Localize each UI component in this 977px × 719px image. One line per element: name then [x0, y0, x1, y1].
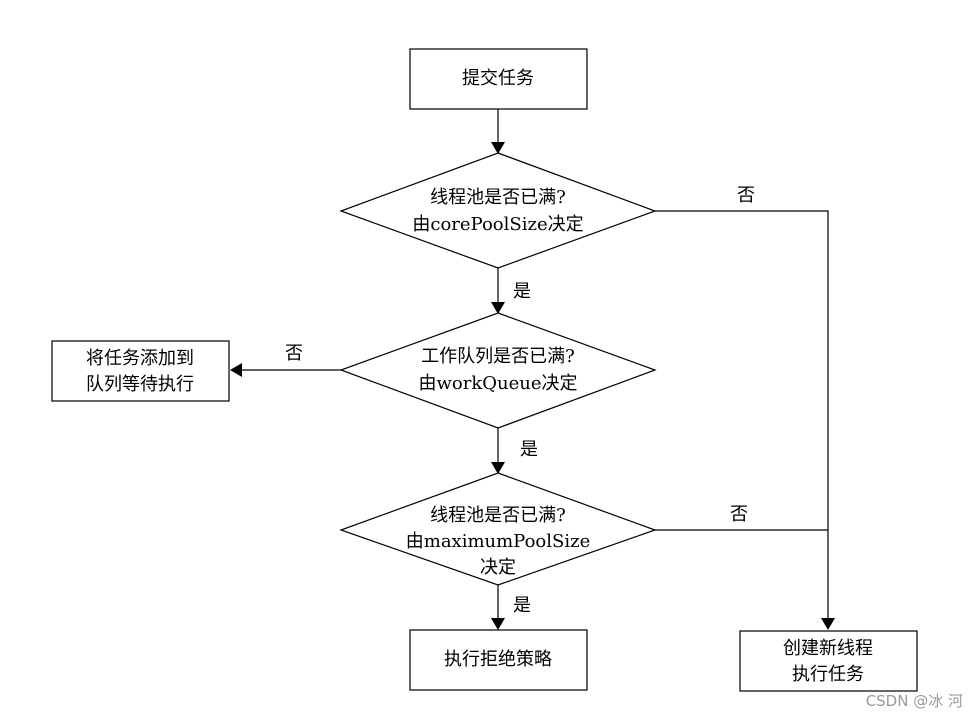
decision-max-pool-line2: 由maximumPoolSize	[406, 531, 590, 552]
label-core-no: 否	[737, 185, 755, 206]
node-reject-policy-text: 执行拒绝策略	[444, 649, 552, 670]
label-queue-yes: 是	[520, 439, 538, 460]
label-queue-no: 否	[285, 343, 303, 364]
decision-queue-line1: 工作队列是否已满?	[421, 346, 575, 367]
decision-max-pool-full: 线程池是否已满? 由maximumPoolSize 决定	[339, 472, 657, 586]
decision-core-pool-full: 线程池是否已满? 由corePoolSize决定	[339, 152, 657, 269]
node-submit-task: 提交任务	[409, 48, 588, 110]
node-submit-task-text: 提交任务	[462, 68, 534, 89]
decision-queue-line2: 由workQueue决定	[418, 373, 577, 394]
decision-core-pool-line2: 由corePoolSize决定	[412, 214, 583, 235]
label-core-yes: 是	[513, 281, 531, 302]
decision-core-pool-line1: 线程池是否已满?	[430, 187, 566, 208]
decision-queue-full: 工作队列是否已满? 由workQueue决定	[339, 312, 657, 429]
node-create-thread-line2: 执行任务	[792, 664, 864, 685]
node-enqueue-task: 将任务添加到 队列等待执行	[51, 340, 230, 402]
watermark: CSDN @冰 河	[865, 692, 963, 710]
decision-max-pool-line1: 线程池是否已满?	[430, 505, 566, 526]
label-max-yes: 是	[513, 595, 531, 616]
node-enqueue-line2: 队列等待执行	[86, 374, 194, 395]
node-reject-policy: 执行拒绝策略	[409, 629, 588, 691]
node-enqueue-line1: 将任务添加到	[86, 348, 194, 369]
decision-max-pool-line3: 决定	[480, 557, 516, 578]
node-create-thread-line1: 创建新线程	[783, 638, 873, 659]
edge-core-no	[655, 210, 835, 630]
label-max-no: 否	[730, 504, 748, 525]
node-create-thread: 创建新线程 执行任务	[739, 630, 918, 692]
